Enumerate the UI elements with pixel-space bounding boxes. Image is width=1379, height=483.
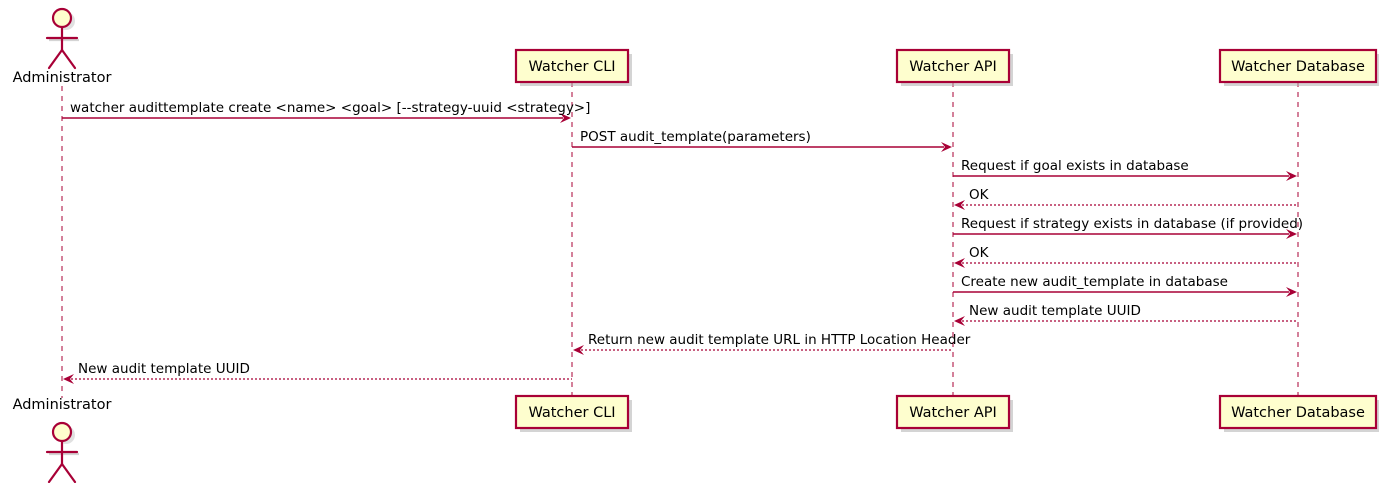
message-9[interactable]: Return new audit template URL in HTTP Lo…	[573, 332, 971, 355]
message-label: Request if goal exists in database	[961, 158, 1189, 174]
participant-box-rect[interactable]	[514, 48, 630, 84]
participant-box-watcher-cli-bottom	[514, 394, 632, 432]
message-label: watcher audittemplate create <name> <goa…	[70, 100, 590, 116]
message-3[interactable]: Request if goal exists in database	[953, 158, 1297, 181]
participant-label-watcher-database: Watcher Database	[1231, 405, 1365, 421]
message-label: Return new audit template URL in HTTP Lo…	[588, 332, 971, 348]
message-arrowhead	[954, 316, 965, 326]
participant-box-watcher-api-top	[895, 48, 1013, 86]
participant-label-watcher-database: Watcher Database	[1231, 59, 1365, 75]
message-label: OK	[969, 245, 990, 261]
participant-box-watcher-cli-top	[514, 48, 632, 86]
actor-administrator-top	[45, 7, 79, 70]
participant-label-watcher-cli: Watcher CLI	[528, 59, 615, 75]
participant-box-rect[interactable]	[514, 394, 630, 430]
participant-box-watcher-database-top	[1218, 48, 1379, 86]
message-label: New audit template UUID	[969, 303, 1141, 319]
participant-label-watcher-cli: Watcher CLI	[528, 405, 615, 421]
participant-box-watcher-api-bottom	[895, 394, 1013, 432]
participant-box-watcher-database-bottom	[1218, 394, 1379, 432]
message-arrowhead	[1286, 171, 1297, 181]
actor-label-administrator: Administrator	[13, 397, 112, 413]
message-arrowhead	[941, 142, 952, 152]
actor-label-administrator: Administrator	[13, 70, 112, 86]
message-arrowhead	[560, 113, 571, 123]
message-arrowhead	[1286, 287, 1297, 297]
message-arrowhead	[954, 258, 965, 268]
message-7[interactable]: Create new audit_template in database	[953, 274, 1297, 297]
message-arrowhead	[1286, 229, 1297, 239]
message-2[interactable]: POST audit_template(parameters)	[572, 129, 952, 152]
message-arrowhead	[573, 345, 584, 355]
actor-leg-left	[47, 48, 64, 70]
message-1[interactable]: watcher audittemplate create <name> <goa…	[62, 100, 590, 123]
actor-leg-right	[60, 48, 77, 70]
participant-label-watcher-api: Watcher API	[909, 405, 997, 421]
participant-label-watcher-api: Watcher API	[909, 59, 997, 75]
participant-box-rect[interactable]	[1218, 48, 1378, 84]
message-label: POST audit_template(parameters)	[580, 129, 811, 145]
participant-box-rect[interactable]	[895, 394, 1011, 430]
actor-head	[51, 421, 73, 443]
message-label: Create new audit_template in database	[961, 274, 1228, 290]
message-5[interactable]: Request if strategy exists in database (…	[953, 216, 1303, 239]
participant-box-rect[interactable]	[1218, 394, 1378, 430]
message-label: New audit template UUID	[78, 361, 250, 377]
message-8[interactable]: New audit template UUID	[954, 303, 1298, 326]
message-4[interactable]: OK	[954, 187, 1298, 210]
actor-administrator-bottom	[45, 421, 79, 483]
message-arrowhead	[63, 374, 74, 384]
actor-head	[51, 7, 73, 29]
actor-leg-right	[60, 462, 77, 483]
message-arrowhead	[954, 200, 965, 210]
message-label: OK	[969, 187, 990, 203]
participant-box-rect[interactable]	[895, 48, 1011, 84]
message-6[interactable]: OK	[954, 245, 1298, 268]
actor-leg-left	[47, 462, 64, 483]
message-10[interactable]: New audit template UUID	[63, 361, 572, 384]
message-label: Request if strategy exists in database (…	[961, 216, 1303, 232]
